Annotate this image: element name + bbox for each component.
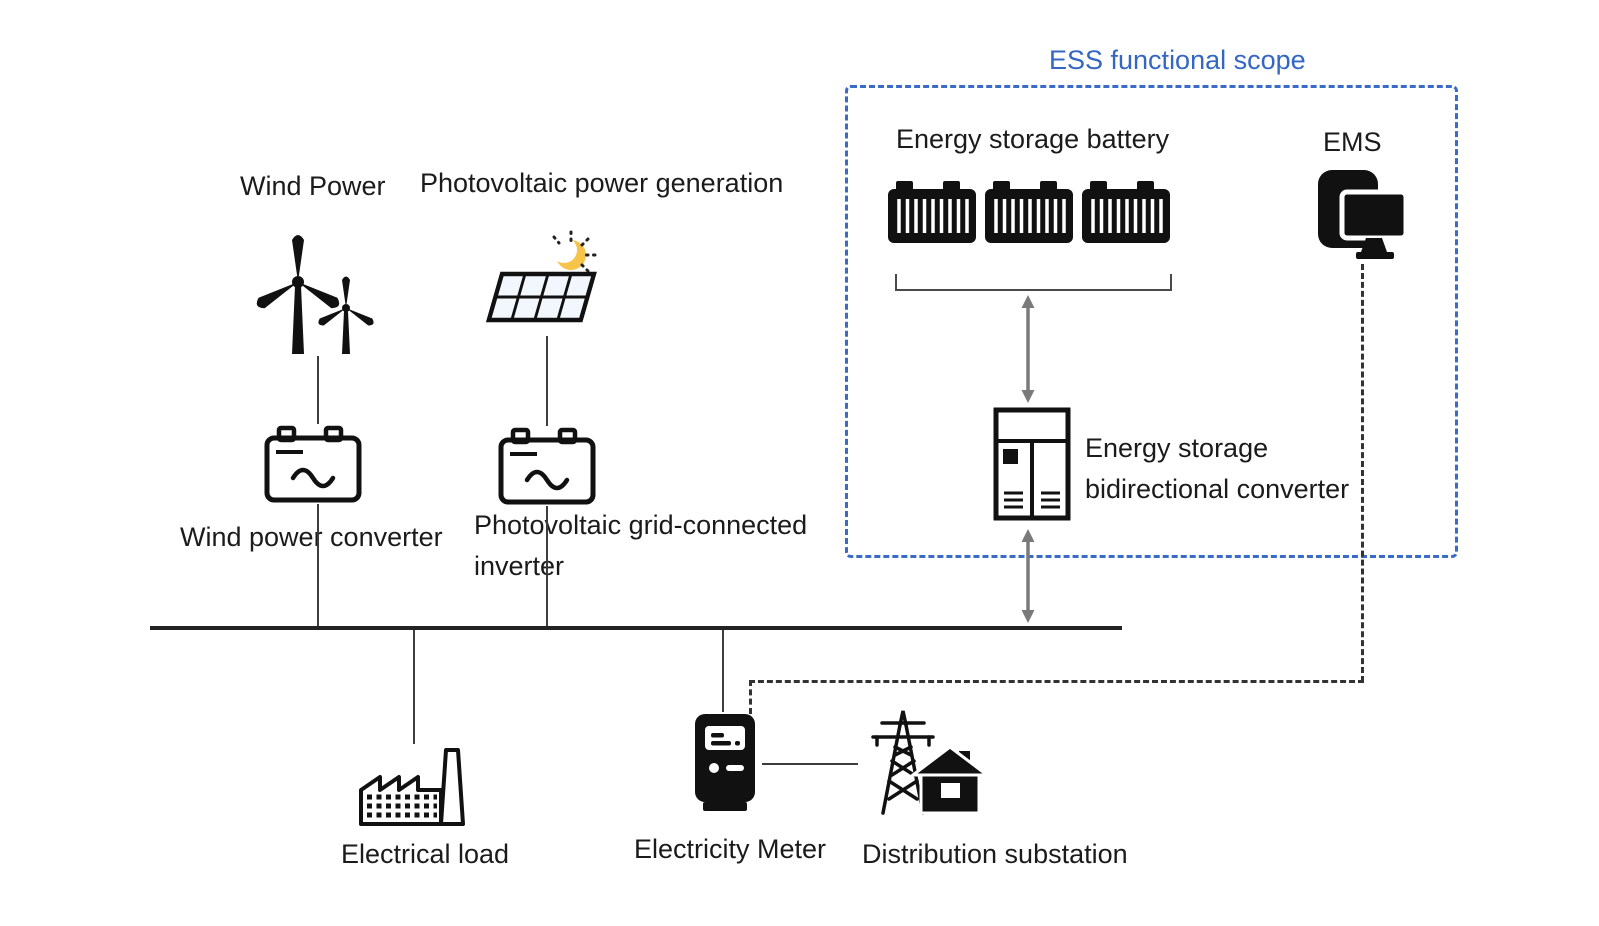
connector-windconverter-to-bus [317,504,319,626]
pv-inverter-label: Photovoltaic grid-connected inverter [474,510,808,581]
ems-computer-icon [1312,166,1412,264]
wind-turbine-icon [252,218,377,356]
pv-generation-label: Photovoltaic power generation [420,168,784,198]
es-bidirectional-converter-label: Energy storage bidirectional converter [1085,433,1350,504]
electrical-load-label: Electrical load [341,839,510,869]
connector-panel-to-inverter [546,336,548,426]
distribution-substation-label: Distribution substation [862,839,1128,869]
energy-storage-battery-label: Energy storage battery [896,124,1170,154]
connector-bus-to-meter [722,630,724,712]
connector-meter-to-substation [762,763,858,765]
connector-turbine-to-converter [317,356,319,424]
ac-bus-line [150,626,1122,630]
ess-scope-title: ESS functional scope [1049,45,1306,75]
substation-icon [855,703,990,817]
ems-label: EMS [1323,127,1382,157]
ems-comm-line-horizontal [749,680,1364,683]
bidirectional-converter-icon [993,407,1071,521]
double-arrow-icon [1018,528,1038,624]
factory-icon [353,744,475,830]
ems-comm-line-vertical [1361,264,1364,682]
wind-power-label: Wind Power [240,171,386,201]
solar-panel-icon [478,228,608,336]
ems-comm-line-to-meter [749,680,752,714]
connector-bus-to-load [413,630,415,744]
battery-group-bracket [895,274,1172,291]
pv-inverter-icon [497,426,597,506]
wind-converter-icon [263,424,363,504]
wind-converter-label: Wind power converter [180,522,443,552]
ess-scope-boundary [845,85,1458,558]
battery-bank-icon [888,180,1170,244]
connector-inverter-to-bus [546,506,548,626]
electricity-meter-icon [688,712,762,814]
electricity-meter-label: Electricity Meter [634,834,827,864]
double-arrow-icon [1018,294,1038,404]
